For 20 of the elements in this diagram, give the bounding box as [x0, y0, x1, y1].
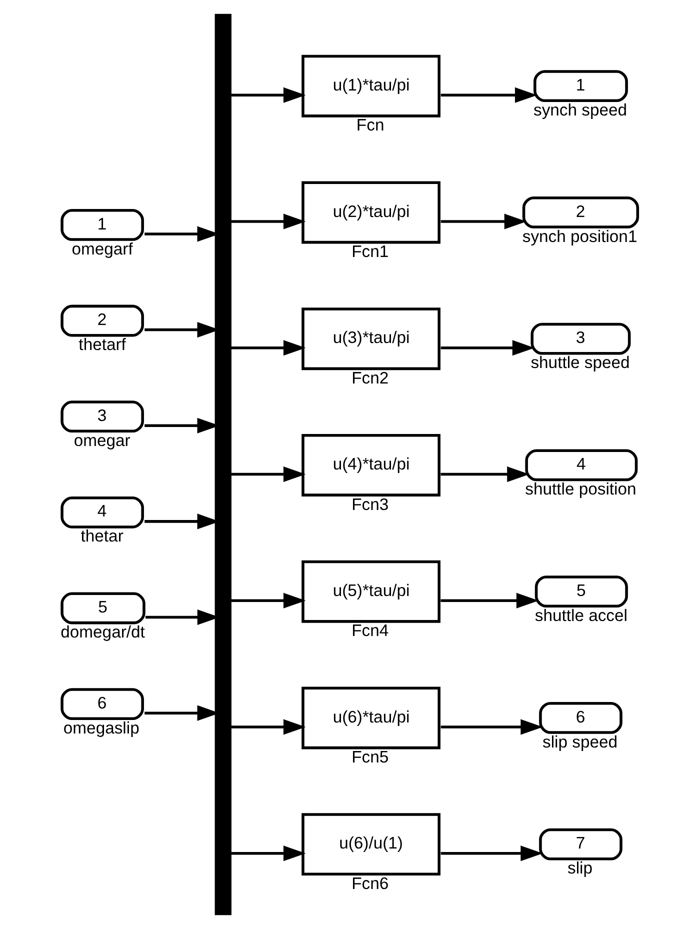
node-label: thetarf	[78, 334, 126, 354]
node-label: Fcn	[356, 115, 384, 134]
node-label: omegar	[74, 430, 130, 450]
node-label: shuttle position	[525, 478, 636, 498]
node-label: omegarf	[72, 238, 133, 258]
node-label: Fcn4	[352, 620, 389, 640]
node-label: shuttle accel	[534, 605, 628, 624]
node-label: shuttle speed	[530, 352, 630, 372]
node-label: slip	[568, 858, 593, 878]
node-label: Fcn2	[352, 368, 389, 387]
node-label: Fcn3	[352, 494, 389, 514]
node-label: slip speed	[542, 732, 618, 751]
node-label: synch speed	[534, 100, 628, 119]
node-label: synch position1	[522, 226, 638, 246]
node-label: Fcn1	[352, 242, 389, 261]
node-label: thetar	[80, 526, 124, 546]
node-label: omegaslip	[63, 718, 140, 737]
node-label: domegar/dt	[60, 622, 145, 642]
node-label: Fcn5	[352, 747, 389, 766]
node-label: Fcn6	[352, 873, 389, 892]
